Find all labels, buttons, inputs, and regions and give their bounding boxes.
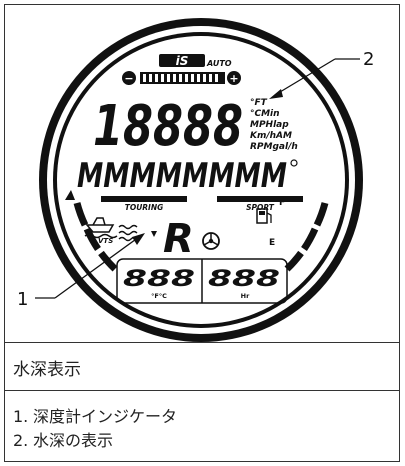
legend: 1.深度計インジケータ 2.水深の表示: [5, 391, 399, 461]
trim-segments: [143, 74, 218, 82]
unit-label: Km/hAM: [250, 131, 292, 141]
gauge-illustration: iS AUTO − + 18888: [17, 18, 374, 342]
main-digits-display: 18888: [93, 94, 243, 159]
callout-1-arrow-icon: [132, 233, 145, 245]
legend-item: 1.深度計インジケータ: [13, 403, 177, 427]
steering-wheel-icon: [202, 232, 220, 250]
vts-label: VTS: [98, 237, 113, 245]
callout-1-number: 1: [17, 289, 28, 310]
sport-bar: [217, 196, 303, 202]
unit-label: RPMgal/h: [250, 142, 298, 152]
legend-text: 深度計インジケータ: [33, 407, 178, 426]
watercraft-icon: [84, 217, 118, 239]
trim-plus-label: +: [229, 72, 238, 85]
brand-logo: iS AUTO: [159, 54, 232, 68]
legend-number: 1.: [13, 407, 29, 426]
callout-1: 1: [17, 233, 145, 310]
fuel-empty-label: E: [269, 238, 275, 248]
legend-number: 2.: [13, 431, 29, 450]
trim-bar: − +: [122, 71, 241, 85]
callout-2: 2: [269, 49, 374, 99]
gauge-face: [57, 36, 345, 324]
trim-plus-icon: [227, 71, 241, 85]
unit-labels: °FT °CMin MPHlap Km/hAM RPMgal/h: [250, 98, 298, 152]
left-arc-segments: [73, 202, 118, 272]
trim-minus-label: −: [124, 72, 133, 85]
degree-dot-icon: [290, 159, 298, 167]
left-arrow-marker: [65, 190, 75, 200]
fuel-full-label: F: [279, 198, 285, 208]
temperature-unit: °F°C: [151, 292, 167, 300]
temperature-digits: 888: [123, 267, 195, 292]
segment-text-display: MMMMMMMM: [77, 156, 287, 196]
legend-text: 水深の表示: [33, 431, 114, 450]
hour-digits: 888: [208, 267, 280, 292]
legend-item: 2.水深の表示: [13, 427, 113, 451]
touring-label: TOURING: [125, 203, 164, 212]
small-displays: 888 888 °F°C Hr: [116, 258, 288, 304]
trim-minus-icon: [122, 71, 136, 85]
unit-label: MPHlap: [250, 120, 289, 130]
hour-unit: Hr: [241, 292, 250, 300]
touring-bar: [101, 196, 187, 202]
mode-indicators: TOURING SPORT: [101, 196, 303, 212]
callout-2-number: 2: [363, 49, 374, 70]
sport-label: SPORT: [246, 203, 275, 212]
figure-frame: iS AUTO − + 18888: [4, 4, 400, 462]
figure-caption: 水深表示: [13, 360, 81, 380]
fuel-pump-icon: [256, 208, 272, 224]
brand-sub-text: AUTO: [206, 59, 232, 68]
depth-down-marker: [151, 231, 157, 237]
unit-label: °FT: [250, 98, 268, 108]
gauge-figure: iS AUTO − + 18888: [5, 5, 399, 343]
brand-text: iS: [176, 54, 189, 68]
unit-label: °CMin: [250, 109, 280, 119]
caption-row: 水深表示: [5, 342, 399, 391]
callout-2-arrow-icon: [269, 89, 283, 99]
gear-indicator: R: [163, 216, 194, 262]
